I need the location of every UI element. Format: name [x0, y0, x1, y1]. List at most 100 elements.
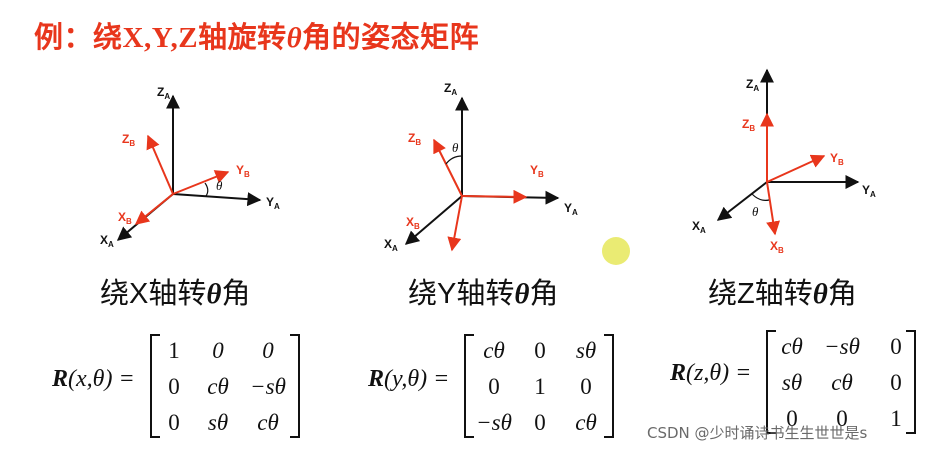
label-xa: XA: [100, 233, 114, 249]
pointer-highlight: [602, 237, 630, 265]
axis-zb: [433, 138, 463, 197]
caption-suffix: 角: [529, 276, 559, 310]
axis-xb: [447, 195, 463, 252]
caption-prefix: 绕: [100, 276, 130, 310]
matrix-cell: 1: [168, 338, 180, 363]
label-ya: YA: [862, 183, 876, 199]
caption-rotate-x: 绕X轴转θ角: [100, 270, 250, 312]
matrix-cell: 0: [836, 406, 848, 431]
caption-theta: θ: [514, 278, 530, 310]
matrix-cell: cθ: [207, 374, 229, 399]
caption-rotate-y: 绕Y轴转θ角: [408, 270, 558, 312]
label-xa: XA: [384, 237, 398, 253]
caption-prefix: 绕: [408, 276, 438, 310]
matrix-cell: 1: [534, 374, 546, 399]
matrix-cell: −sθ: [824, 334, 860, 359]
caption-mid: 轴转: [456, 276, 515, 310]
label-zb: ZB: [122, 132, 135, 148]
theta-arc: [204, 182, 209, 197]
label-za: ZA: [746, 77, 759, 93]
theta-arc: [445, 155, 463, 165]
matrix-cell: 0: [580, 374, 592, 399]
theta-label: θ: [216, 178, 223, 193]
frame-diagram-z: θ ZA YA XA ZB YB XB: [692, 68, 876, 255]
theta-arc: [751, 193, 770, 201]
matrix: cθ −sθ 0 sθ cθ 0 0 0 1: [766, 330, 916, 434]
matrix-cell: 0: [890, 334, 902, 359]
axis-xb: [766, 181, 781, 236]
caption-prefix: 绕: [708, 276, 738, 310]
caption-mid: 轴转: [754, 276, 813, 310]
matrix-cell: cθ: [575, 410, 597, 435]
title-prefix: 例：绕: [34, 20, 123, 54]
matrix-cell: 1: [890, 406, 902, 431]
matrix: 1 0 0 0 cθ −sθ 0 sθ cθ: [150, 334, 300, 438]
diagram-rotate-x: θ ZA YA XA ZB YB XB: [80, 60, 380, 320]
matrix-cell: 0: [488, 374, 500, 399]
label-xb: XB: [770, 239, 784, 255]
caption-axis: Z: [737, 278, 755, 310]
matrix-cell: sθ: [575, 338, 597, 363]
formula-rotation-y: R(y,θ) = cθ 0 sθ 0 1 0 −sθ 0 cθ: [368, 330, 618, 442]
formula-lhs: R(z,θ) =: [670, 360, 752, 386]
caption-mid: 轴转: [148, 276, 207, 310]
label-xb: XB: [118, 210, 132, 226]
frame-diagram-x: θ ZA YA XA ZB YB XB: [100, 85, 280, 249]
matrix-cell: cθ: [831, 370, 853, 395]
caption-rotate-z: 绕Z轴转θ角: [708, 270, 857, 312]
matrix-cell: cθ: [257, 410, 279, 435]
matrix-cell: 0: [534, 410, 546, 435]
formula-lhs: R(x,θ) =: [52, 366, 135, 392]
label-za: ZA: [444, 81, 457, 97]
axis-xa: [404, 195, 463, 245]
label-yb: YB: [530, 163, 544, 179]
matrix-cell: sθ: [207, 410, 229, 435]
title-mid: 轴旋转: [198, 20, 287, 54]
label-ya: YA: [564, 201, 578, 217]
matrix-cell: −sθ: [250, 374, 286, 399]
title-suffix: 角的姿态矩阵: [302, 20, 480, 54]
label-yb: YB: [830, 151, 844, 167]
label-yb: YB: [236, 163, 250, 179]
label-xa: XA: [692, 219, 706, 235]
axis-xa: [716, 181, 768, 221]
caption-suffix: 角: [827, 276, 857, 310]
matrix-cell: 0: [262, 338, 274, 363]
watermark: CSDN @少时诵诗书生生世世是s: [647, 424, 868, 442]
axis-yb: [766, 154, 826, 183]
axis-yb: [461, 189, 528, 204]
matrix-cell: 0: [534, 338, 546, 363]
axis-zb: [146, 134, 174, 195]
axis-xb: [134, 193, 174, 225]
label-ya: YA: [266, 195, 280, 211]
caption-axis: Y: [437, 278, 457, 310]
matrix-cell: 0: [168, 374, 180, 399]
caption-axis: X: [129, 278, 149, 310]
caption-theta: θ: [206, 278, 222, 310]
matrix-cell: 0: [168, 410, 180, 435]
page-title: 例：绕X,Y,Z轴旋转θ角的姿态矩阵: [34, 14, 479, 56]
label-xb: XB: [406, 215, 420, 231]
matrix-cell: sθ: [781, 370, 803, 395]
theta-label: θ: [452, 140, 459, 155]
caption-suffix: 角: [221, 276, 251, 310]
title-theta: θ: [286, 22, 303, 54]
axis-yb: [172, 170, 230, 195]
caption-theta: θ: [812, 278, 828, 310]
matrix-cell: 0: [890, 370, 902, 395]
theta-label: θ: [752, 204, 759, 219]
formula-rotation-x: R(x,θ) = 1 0 0 0 cθ −sθ 0 sθ cθ: [52, 330, 302, 442]
label-zb: ZB: [408, 131, 421, 147]
label-zb: ZB: [742, 117, 755, 133]
formula-rotation-z: R(z,θ) = cθ −sθ 0 sθ cθ 0 0 0 1: [670, 330, 920, 442]
matrix-cell: 0: [786, 406, 798, 431]
diagram-rotate-y: θ ZA YA XA ZB YB XB: [370, 60, 670, 320]
title-axes: X,Y,Z: [122, 22, 199, 54]
axis-ya: [172, 192, 262, 207]
matrix-cell: cθ: [781, 334, 803, 359]
frame-diagram-y: θ ZA YA XA ZB YB XB: [384, 81, 578, 253]
matrix-cell: 0: [212, 338, 224, 363]
matrix-cell: cθ: [483, 338, 505, 363]
label-za: ZA: [157, 85, 170, 101]
formula-lhs: R(y,θ) =: [368, 366, 450, 392]
